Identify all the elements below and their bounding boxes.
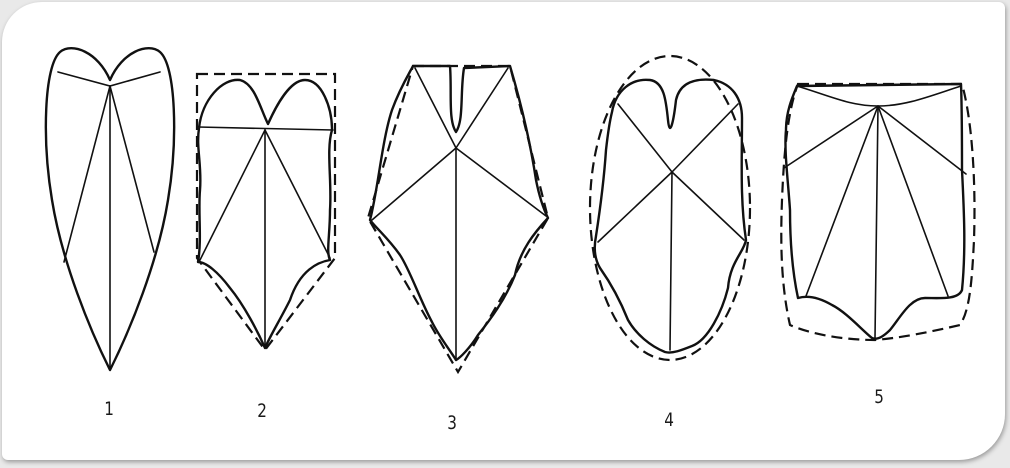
leaf-4-vein-ll: [598, 172, 672, 242]
leaf-2-guide: [197, 74, 335, 350]
leaf-1-vein-right: [110, 86, 154, 252]
leaf-3-guide: [368, 66, 548, 372]
leaf-5-vein-2: [806, 106, 878, 296]
leaf-shape-3: [368, 66, 548, 372]
leaf-4-vein-ur: [672, 104, 738, 172]
leaf-4-vein-lr: [672, 172, 744, 240]
leaf-2-vein-right: [265, 130, 330, 258]
leaf-shape-5: [781, 84, 974, 340]
shape-label-5: 5: [874, 386, 884, 408]
leaf-shape-1: [46, 48, 174, 370]
leaf-1-vein-left: [64, 86, 110, 262]
leaf-shape-4: [590, 56, 750, 360]
leaf-2-vein-left: [200, 130, 265, 260]
shape-label-3: 3: [447, 412, 457, 434]
leaf-4-vein-mid: [670, 172, 672, 350]
leaf-5-vein-top: [797, 86, 961, 106]
leaf-3-outline: [370, 66, 548, 360]
leaf-shape-2: [197, 74, 335, 350]
leaf-5-vein-mid: [875, 106, 878, 338]
leaf-5-vein-1: [784, 106, 878, 168]
leaf-4-vein-ul: [618, 104, 672, 172]
shape-label-4: 4: [664, 409, 674, 431]
shape-label-2: 2: [257, 400, 267, 422]
shape-label-1: 1: [104, 398, 114, 420]
leaf-5-vein-3: [878, 106, 948, 296]
